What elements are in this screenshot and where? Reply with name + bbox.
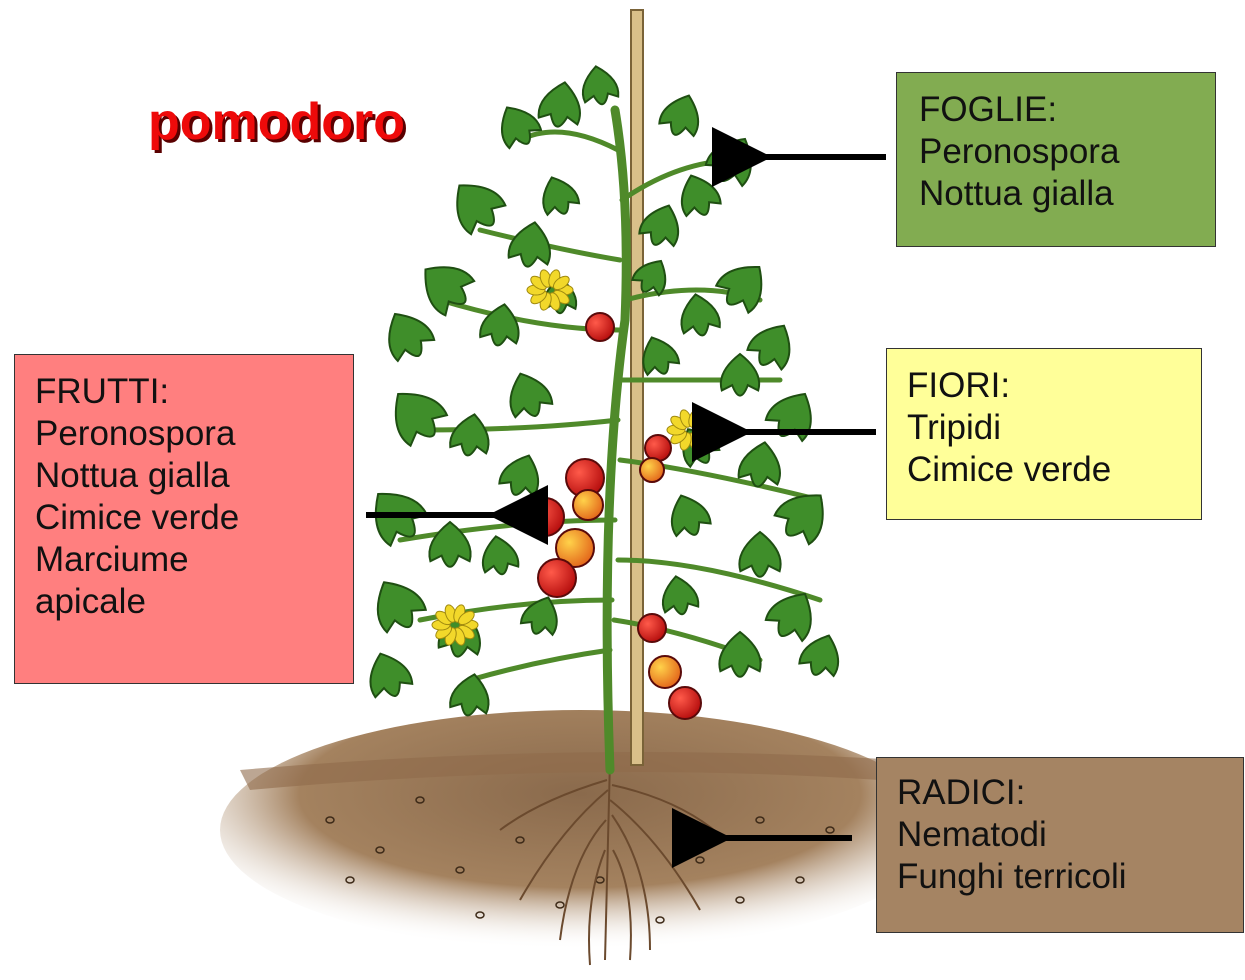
foglie-item: Peronospora	[919, 131, 1197, 173]
foglie-item: Nottua gialla	[919, 173, 1197, 215]
leaf	[478, 301, 523, 349]
page-title: pomodoro	[148, 92, 405, 152]
foglie-heading: FOGLIE:	[919, 89, 1197, 131]
leaf	[739, 532, 780, 577]
soil	[220, 710, 940, 950]
tomato-fruit	[649, 656, 681, 688]
leaf	[478, 533, 519, 577]
radici-item: Funghi terricoli	[897, 856, 1225, 898]
radici-heading: RADICI:	[897, 772, 1225, 814]
leaf	[673, 169, 723, 221]
label-box-fiori: FIORI: Tripidi Cimice verde	[886, 348, 1202, 520]
tomato-fruit	[640, 458, 664, 482]
leaf	[376, 303, 438, 367]
tomato-fruit	[638, 614, 666, 642]
leaf	[448, 671, 493, 719]
leaf	[507, 219, 555, 270]
frutti-item: Cimice verde	[35, 497, 335, 539]
leaf	[657, 89, 707, 141]
leaf	[379, 378, 452, 452]
tomato-fruit	[538, 559, 576, 597]
frutti-item: apicale	[35, 581, 335, 623]
fiori-item: Tripidi	[907, 407, 1183, 449]
label-box-radici: RADICI: Nematodi Funghi terricoli	[876, 757, 1244, 933]
leaf	[658, 573, 699, 617]
leaf	[361, 647, 415, 703]
label-box-foglie: FOGLIE: Peronospora Nottua gialla	[896, 72, 1216, 247]
leaf	[578, 63, 619, 107]
leaf	[364, 571, 430, 639]
leaf	[501, 367, 555, 423]
stem	[607, 110, 626, 770]
leaf	[721, 354, 759, 396]
tomato-fruit	[526, 498, 564, 536]
radici-item: Nematodi	[897, 814, 1225, 856]
leaf	[537, 79, 585, 130]
leaf	[637, 199, 687, 251]
tomato-fruit	[645, 435, 671, 461]
leaf	[663, 489, 713, 541]
leaf	[441, 170, 510, 240]
stake	[631, 10, 643, 765]
leaf	[490, 98, 544, 153]
tomato-fruit	[573, 490, 603, 520]
leaf	[535, 171, 581, 219]
leaf	[677, 291, 722, 339]
leaf	[712, 253, 777, 318]
tomato-fruit	[669, 687, 701, 719]
fiori-heading: FIORI:	[907, 365, 1183, 407]
frutti-item: Peronospora	[35, 413, 335, 455]
leaf	[719, 632, 760, 677]
leaf	[702, 128, 764, 192]
label-box-frutti: FRUTTI: Peronospora Nottua gialla Cimice…	[14, 354, 354, 684]
leaf	[518, 591, 564, 639]
frutti-item: Nottua gialla	[35, 455, 335, 497]
fiori-item: Cimice verde	[907, 449, 1183, 491]
tomato-fruit	[586, 313, 614, 341]
leaf	[497, 449, 547, 501]
leaf	[448, 411, 493, 459]
frutti-heading: FRUTTI:	[35, 371, 335, 413]
leaf	[762, 383, 824, 447]
frutti-item: Marciume	[35, 539, 335, 581]
